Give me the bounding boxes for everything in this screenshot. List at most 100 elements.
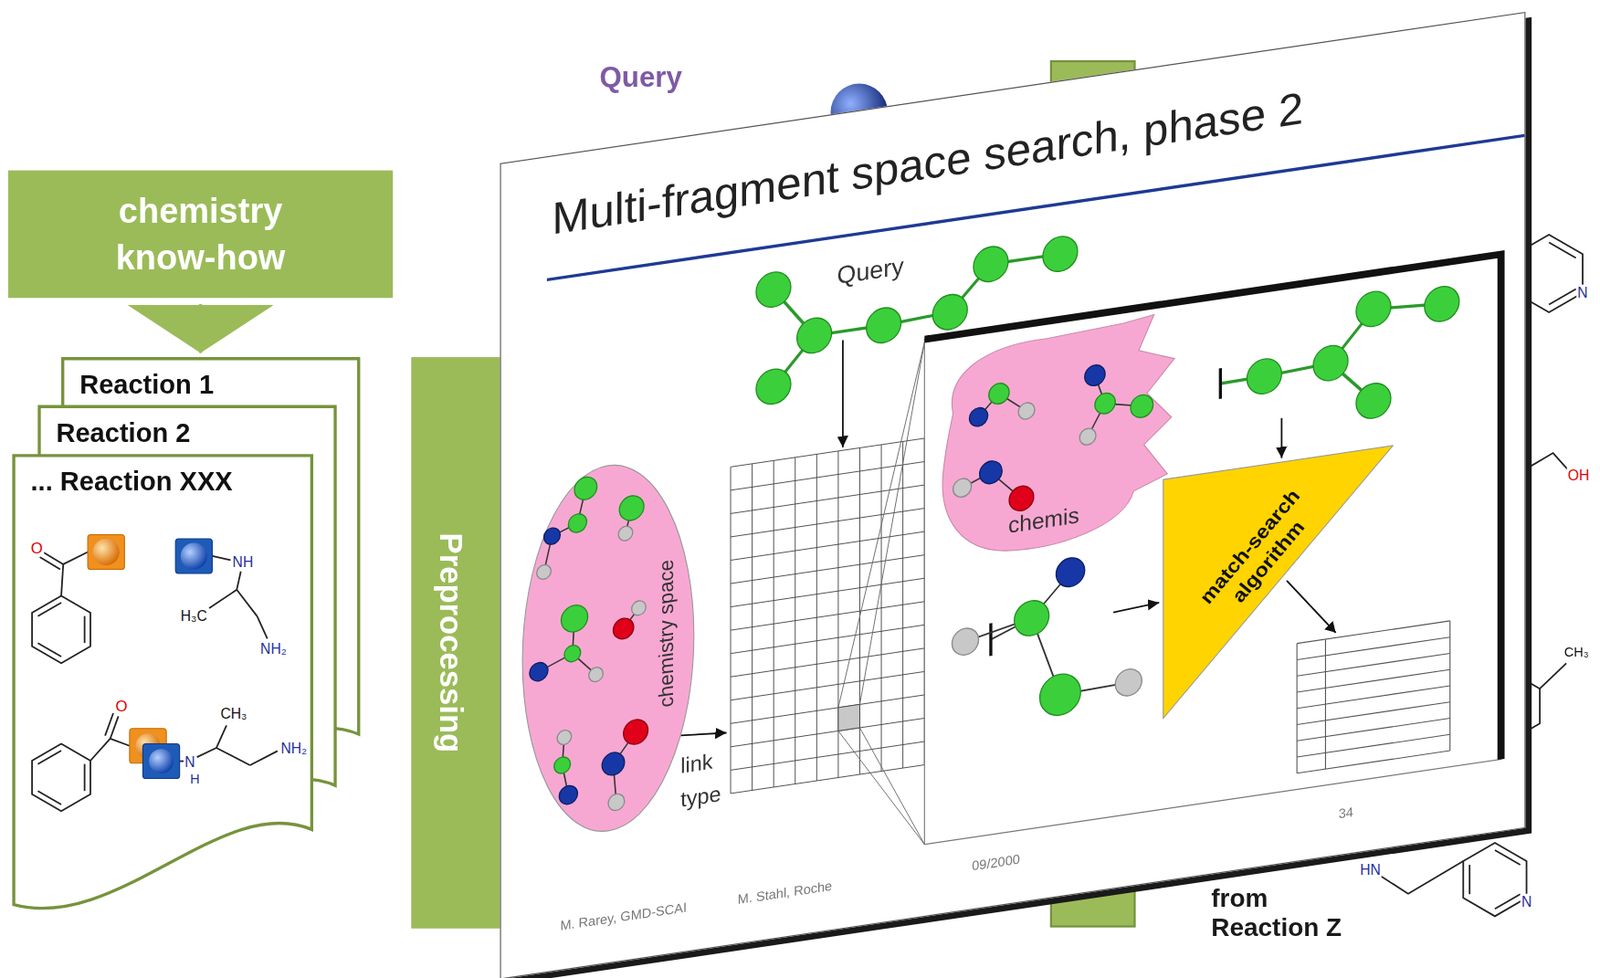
drawing-circle [623, 717, 649, 747]
drawing-line [216, 725, 227, 748]
drawing-path [1113, 602, 1159, 613]
drawing-line [61, 564, 64, 597]
sheet-title: Reaction 1 [79, 368, 214, 401]
drawing-line [730, 508, 925, 537]
drawing-polygon [31, 596, 91, 664]
drawing-line [1296, 643, 1298, 774]
drawing-circle [544, 526, 561, 547]
drawing-g [951, 547, 1142, 731]
drawing-line [859, 717, 925, 854]
drawing-line [1219, 368, 1222, 400]
drawing-circle [797, 315, 832, 357]
slide-date: 09/2000 [971, 852, 1021, 874]
drawing-circle [951, 626, 979, 657]
drawing-line [1449, 621, 1451, 751]
drawing-g [529, 467, 649, 823]
drawing-line [40, 557, 61, 569]
drawing-line [250, 750, 278, 766]
drawing-circle [1115, 667, 1142, 698]
drawing-circle [1424, 284, 1460, 325]
drawing-circle [574, 475, 598, 502]
atom-label: H₃C [179, 608, 209, 625]
drawing-line [209, 589, 237, 609]
drawing-circle [1094, 391, 1116, 416]
drawing-circle [953, 477, 972, 499]
drawing-circle [1042, 233, 1078, 274]
reactive-ball [148, 748, 174, 774]
drawing-circle [618, 525, 633, 542]
drawing-g [953, 357, 1154, 522]
drawing-circle [557, 729, 572, 747]
drawing-circle [608, 792, 625, 812]
drawing-circle [561, 603, 589, 634]
atom-label: CH₃ [219, 705, 248, 722]
atom-label: O [30, 538, 44, 557]
drawing-line [730, 694, 925, 724]
reactive-site [175, 538, 212, 574]
drawing-line [730, 531, 925, 560]
drawing-line [730, 717, 925, 747]
drawing-circle [564, 643, 581, 664]
algorithm-triangle: match-search algorithm [1162, 444, 1395, 720]
drawing-line [63, 551, 88, 564]
drawing-line [730, 601, 925, 631]
sheet-title: Reaction 2 [55, 417, 190, 450]
page-number: 34 [1338, 805, 1354, 823]
drawing-circle [989, 381, 1010, 406]
drawing-line [989, 623, 992, 657]
drawing-circle [1014, 598, 1050, 639]
atom-label: O [114, 697, 128, 716]
drawing-line [236, 571, 241, 590]
drawing-line [1468, 864, 1471, 895]
atom-label: NH [231, 554, 255, 571]
drawing-circle [1313, 343, 1348, 384]
drawing-rect [838, 704, 861, 731]
drawing-path [1286, 573, 1337, 641]
chemistry-space-oval: chemistry space [521, 452, 695, 845]
band-label: Preprocessing [431, 533, 469, 754]
drawing-circle [866, 305, 902, 346]
drawing-line [197, 747, 217, 758]
drawing-circle [973, 243, 1009, 285]
drawing-circle [568, 512, 587, 534]
drawing-circle [1246, 356, 1282, 397]
drawing-circle [589, 666, 604, 684]
drawing-g [1296, 621, 1451, 774]
atom-label: NH₂ [279, 739, 308, 757]
drawing-line [1296, 750, 1451, 774]
drawing-line [105, 713, 114, 737]
atom-label: H [189, 771, 201, 788]
drawing-ellipse [522, 452, 695, 844]
drawing-circle [1130, 393, 1154, 420]
slide-title: Multi-fragment space search, phase 2 [551, 82, 1304, 245]
drawing-line [37, 602, 62, 617]
slide-author: M. Stahl, Roche [737, 879, 832, 909]
drawing-line [84, 764, 86, 791]
drawing-path [842, 340, 844, 448]
atom-label: HN [1358, 861, 1382, 878]
drawing-path [1280, 418, 1283, 459]
drawing-circle [1055, 556, 1085, 590]
drawing-line [730, 484, 925, 514]
drawing-line [838, 342, 925, 708]
axis-label: link type [680, 742, 730, 817]
drawing-line [730, 624, 925, 653]
drawing-circle [601, 750, 625, 777]
drawing-line [110, 738, 130, 747]
drawing-circle [756, 367, 791, 408]
atom-label: N [1576, 284, 1590, 302]
drawing-line [730, 671, 925, 700]
atom-label: N [1520, 894, 1534, 911]
drawing-circle [1040, 671, 1082, 718]
drawing-polygon [1163, 445, 1393, 719]
drawing-line [730, 765, 925, 794]
slide-panel: Multi-fragment space search, phase 2 chem… [500, 11, 1527, 978]
drawing-line [838, 717, 925, 857]
atom-label: N [183, 754, 197, 771]
source-label: from Reaction Z [1210, 884, 1365, 942]
tri-outline [1162, 444, 1395, 720]
drawing-line [37, 790, 62, 805]
drawing-g [838, 342, 925, 858]
drawing-line [1494, 894, 1521, 909]
